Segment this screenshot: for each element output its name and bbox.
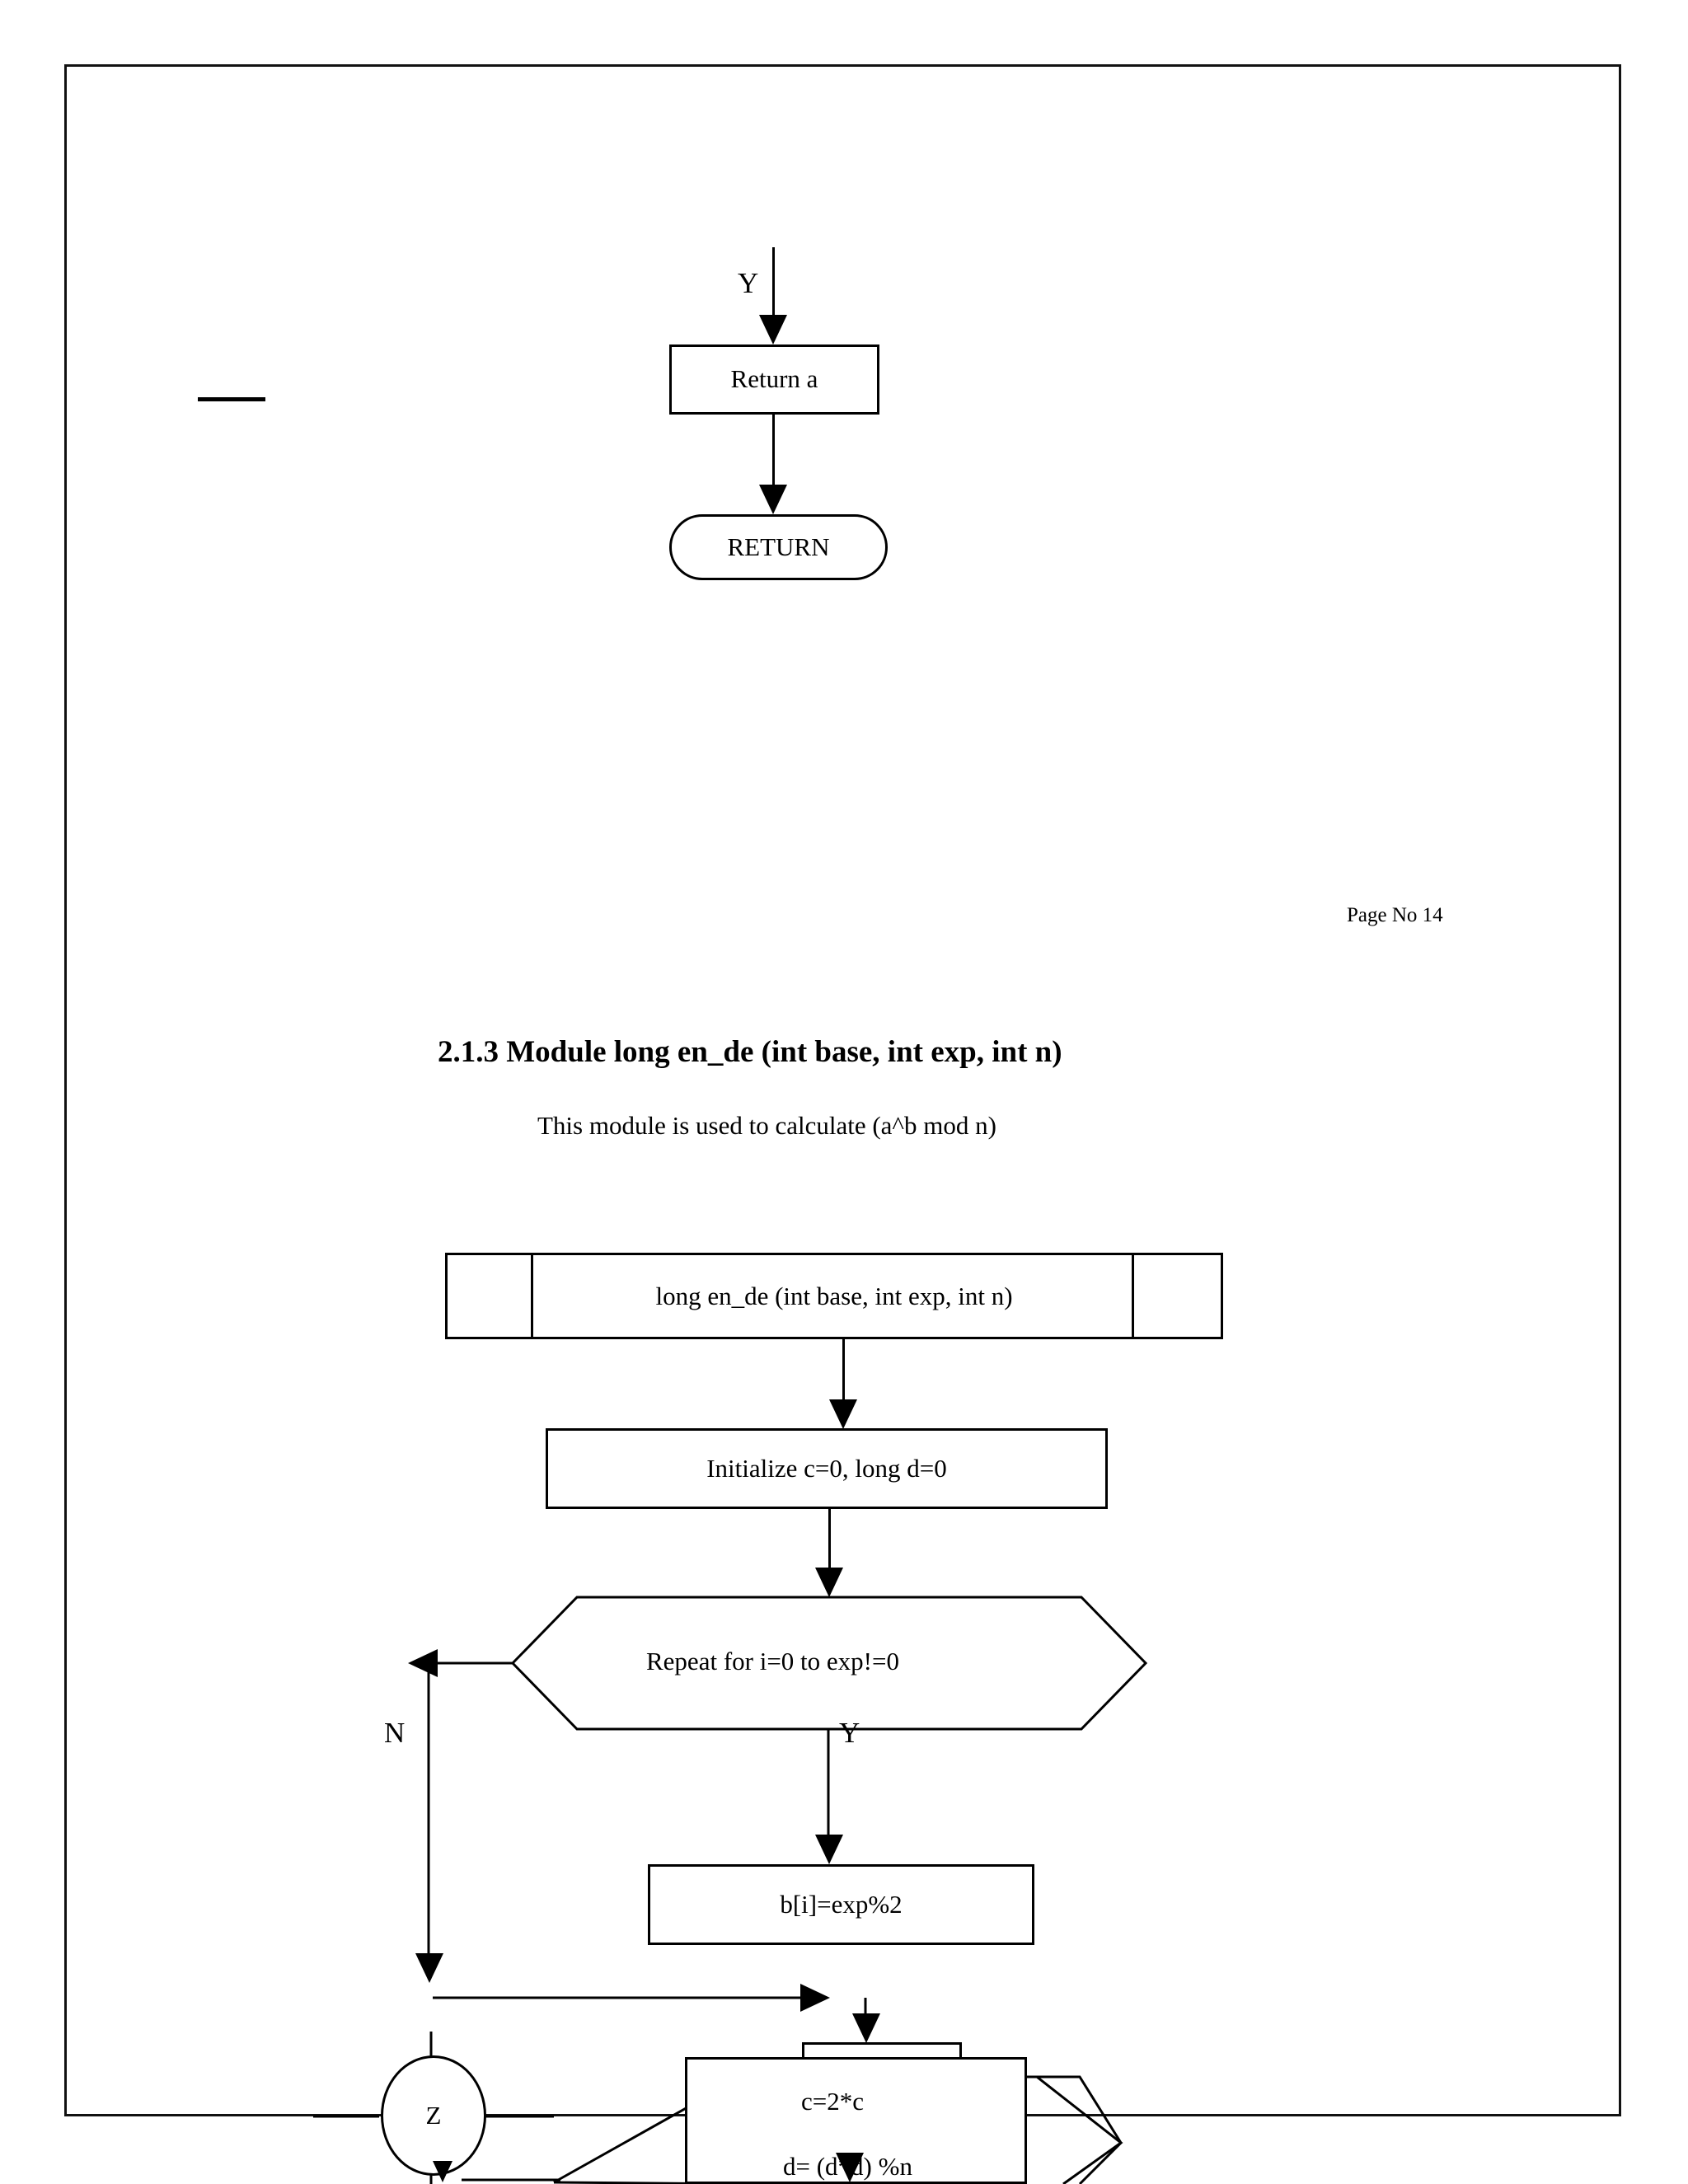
section-description: This module is used to calculate (a^b mo… [537,1111,996,1140]
node-initialize-label: Initialize c=0, long d=0 [706,1453,947,1483]
node-connector-z: Z [381,2055,486,2176]
arrowhead-below-z [433,2161,452,2182]
node-module-header: long en_de (int base, int exp, int n) [445,1253,1223,1339]
branch-label-no: N [384,1717,406,1749]
subroutine-left-bar [531,1255,533,1337]
arrowhead-into-loop-decision [815,1568,843,1597]
arrowhead-into-initialize [829,1399,857,1429]
arrowhead-into-bi-assign [815,1835,843,1864]
node-return-a: Return a [669,344,879,415]
node-bi-assign: b[i]=exp%2 [648,1864,1034,1945]
node-return-terminator-label: RETURN [727,532,830,561]
node-loop-decision-label: Repeat for i=0 to exp!=0 [646,1647,899,1675]
branch-label-yes-top: Y [738,267,759,299]
edge-return-a-to-terminator [772,415,775,501]
node-return-terminator: RETURN [669,514,888,580]
arrowhead-into-compute-box [852,2013,880,2043]
arrowhead-loop-no [408,1649,438,1677]
node-bi-assign-label: b[i]=exp%2 [780,1889,903,1919]
margin-dash-mark [198,397,265,401]
arrowhead-into-return-terminator [759,485,787,514]
page-number: Page No 14 [1347,904,1443,926]
section-heading: 2.1.3 Module long en_de (int base, int e… [438,1035,1062,1069]
arrowhead-compute-stem-down [836,2153,864,2182]
edge-initialize-to-loop [828,1509,831,1582]
node-module-header-label: long en_de (int base, int exp, int n) [655,1281,1013,1310]
arrowhead-loopback-right [800,1984,830,2012]
node-connector-z-label: Z [425,2101,442,2130]
node-return-a-label: Return a [730,364,818,394]
node-initialize: Initialize c=0, long d=0 [546,1428,1108,1509]
arrowhead-into-return-a [759,315,787,344]
edge-header-to-initialize [842,1339,845,1413]
branch-label-yes: Y [839,1717,860,1749]
subroutine-right-bar [1132,1255,1134,1337]
arrowhead-left-rail-down [415,1953,443,1983]
edge-into-return-a [772,247,775,331]
node-compute-c-label: c=2*c [801,2087,865,2116]
